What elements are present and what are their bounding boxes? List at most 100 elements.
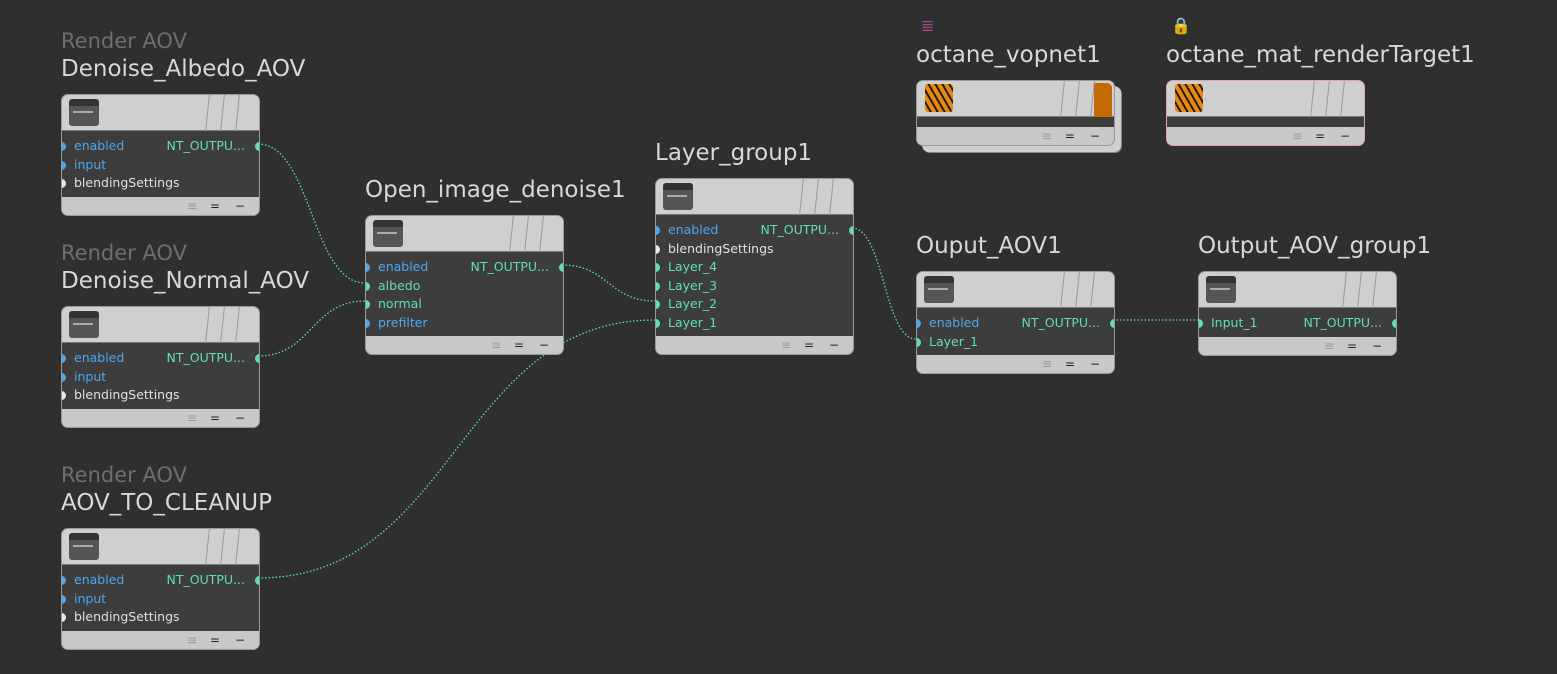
minimize-icon[interactable]: − (235, 410, 246, 425)
input-port-input[interactable]: input (62, 368, 259, 387)
node-mat[interactable]: ≡ =− (1166, 80, 1365, 146)
output-connector[interactable] (255, 142, 259, 151)
flag-toggle-2[interactable] (829, 179, 834, 215)
minimize-icon[interactable]: − (1340, 129, 1351, 143)
flag-toggle-2[interactable] (1340, 81, 1345, 117)
equal-icon[interactable]: = (210, 198, 221, 213)
flag-toggle-1[interactable] (1357, 272, 1362, 308)
flag-toggle-1[interactable] (1075, 81, 1080, 117)
minimize-icon[interactable]: − (1090, 357, 1101, 371)
port-connector[interactable] (656, 226, 660, 235)
node-header[interactable] (917, 272, 1114, 308)
equal-icon[interactable]: = (1315, 129, 1326, 143)
minimize-icon[interactable]: − (1090, 129, 1101, 143)
port-connector[interactable] (366, 263, 370, 272)
input-port-blendingSettings[interactable]: blendingSettings (62, 174, 259, 193)
minimize-icon[interactable]: − (235, 632, 246, 647)
flag-toggle-1[interactable] (220, 529, 225, 565)
port-connector[interactable] (62, 179, 66, 188)
list-icon[interactable]: ≡ (1042, 357, 1053, 371)
flag-toggle-0[interactable] (799, 179, 804, 215)
flag-toggle-0[interactable] (1060, 272, 1065, 308)
node-title[interactable]: Output_AOV_group1 (1198, 233, 1432, 259)
display-flag[interactable] (1094, 83, 1112, 117)
port-connector[interactable] (62, 142, 66, 151)
node-header[interactable] (917, 81, 1114, 117)
node-title[interactable]: Denoise_Albedo_AOV (61, 56, 306, 82)
list-icon[interactable]: ≡ (1292, 129, 1303, 143)
equal-icon[interactable]: = (210, 632, 221, 647)
flag-toggle-2[interactable] (539, 216, 544, 252)
output-connector[interactable] (559, 263, 563, 272)
node-title[interactable]: Open_image_denoise1 (365, 177, 626, 203)
minimize-icon[interactable]: − (539, 338, 550, 352)
port-connector[interactable] (366, 281, 370, 291)
node-header[interactable] (1167, 81, 1364, 117)
port-connector[interactable] (1199, 319, 1203, 328)
flag-toggle-0[interactable] (1310, 81, 1315, 117)
flag-toggle-2[interactable] (235, 307, 240, 343)
flag-toggle-2[interactable] (1090, 272, 1095, 308)
output-connector[interactable] (1110, 319, 1114, 328)
port-connector[interactable] (62, 160, 66, 170)
output-connector[interactable] (849, 226, 853, 235)
input-port-Layer_1[interactable]: Layer_1 (917, 333, 1114, 352)
node-title[interactable]: octane_vopnet1 (916, 42, 1101, 68)
equal-icon[interactable]: = (210, 410, 221, 425)
input-port-blendingSettings[interactable]: blendingSettings (62, 386, 259, 405)
flag-toggle-1[interactable] (524, 216, 529, 252)
flag-toggle-2[interactable] (235, 95, 240, 131)
flag-toggle-1[interactable] (220, 307, 225, 343)
node-header[interactable] (62, 529, 259, 565)
port-connector[interactable] (62, 391, 66, 400)
node-header[interactable] (62, 95, 259, 131)
flag-toggle-0[interactable] (205, 307, 210, 343)
node-header[interactable] (366, 216, 563, 252)
flag-toggle-0[interactable] (205, 95, 210, 131)
list-icon[interactable]: ≡ (1042, 129, 1053, 143)
list-icon[interactable]: ≡ (781, 338, 792, 352)
input-port-input[interactable]: input (62, 590, 259, 609)
port-connector[interactable] (656, 300, 660, 309)
node-title[interactable]: octane_mat_renderTarget1 (1166, 42, 1475, 68)
node-title[interactable]: Ouput_AOV1 (916, 233, 1062, 259)
input-port-blendingSettings[interactable]: blendingSettings (62, 608, 259, 627)
flag-toggle-2[interactable] (235, 529, 240, 565)
flag-toggle-0[interactable] (1060, 81, 1065, 117)
minimize-icon[interactable]: − (829, 338, 840, 352)
equal-icon[interactable]: = (514, 338, 525, 352)
port-connector[interactable] (62, 576, 66, 585)
input-port-blendingSettings[interactable]: blendingSettings (656, 240, 853, 259)
output-connector[interactable] (1392, 319, 1396, 328)
port-connector[interactable] (656, 318, 660, 328)
node-header[interactable] (656, 179, 853, 215)
flag-toggle-1[interactable] (220, 95, 225, 131)
minimize-icon[interactable]: − (1372, 338, 1383, 353)
input-port-Layer_2[interactable]: Layer_2 (656, 295, 853, 314)
node-title[interactable]: Denoise_Normal_AOV (61, 268, 310, 294)
input-port-input[interactable]: input (62, 156, 259, 175)
list-icon[interactable]: ≡ (1324, 338, 1335, 353)
list-icon[interactable]: ≡ (187, 198, 198, 213)
equal-icon[interactable]: = (1347, 338, 1358, 353)
port-connector[interactable] (62, 354, 66, 363)
port-connector[interactable] (62, 372, 66, 382)
node-title[interactable]: AOV_TO_CLEANUP (61, 490, 272, 516)
port-connector[interactable] (62, 594, 66, 604)
flag-toggle-0[interactable] (1342, 272, 1347, 308)
input-port-normal[interactable]: normal (366, 295, 563, 314)
port-connector[interactable] (656, 244, 660, 254)
list-icon[interactable]: ≡ (187, 632, 198, 647)
list-icon[interactable]: ≡ (491, 338, 502, 352)
output-connector[interactable] (255, 354, 259, 363)
